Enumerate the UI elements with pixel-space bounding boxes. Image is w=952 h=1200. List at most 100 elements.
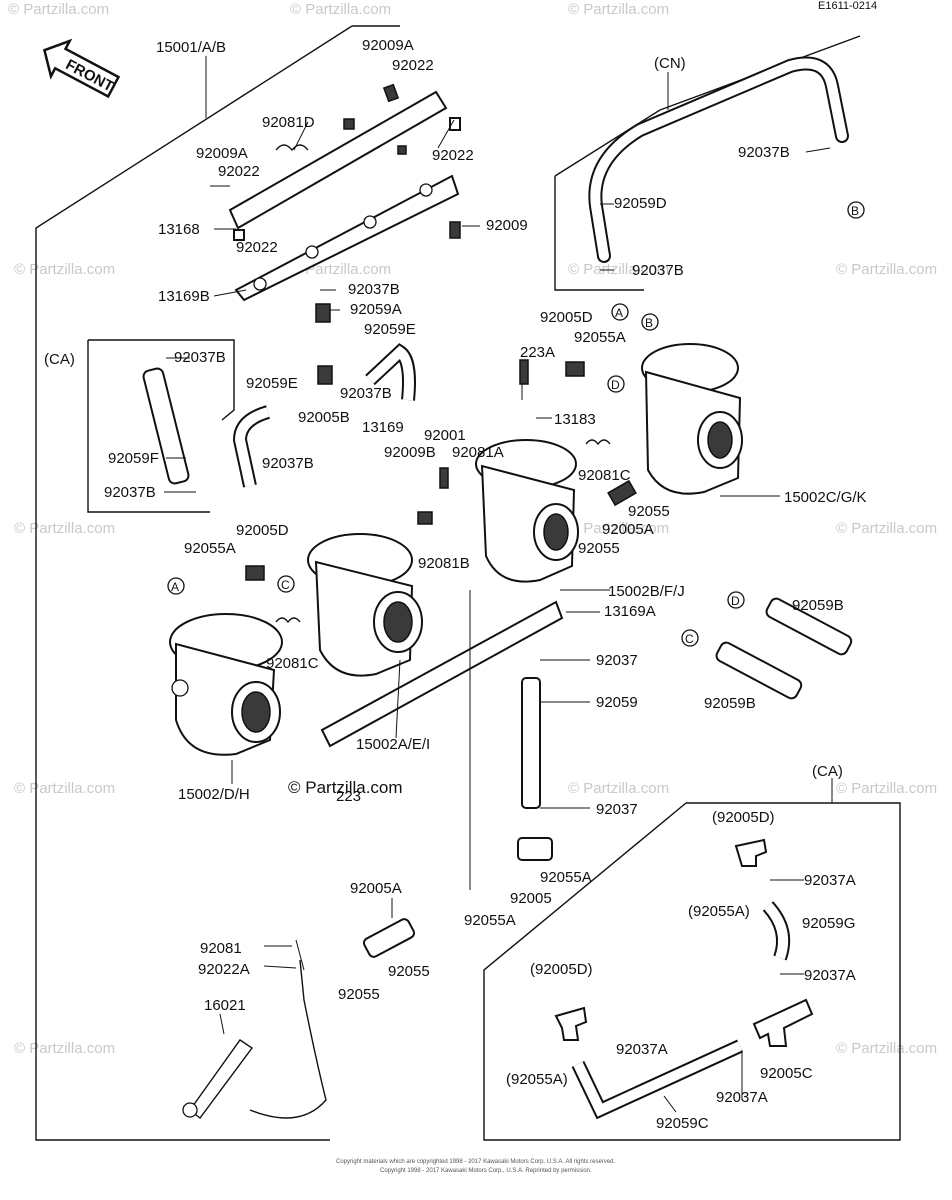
part-callout: 92081B <box>418 555 470 572</box>
part-callout: 92059B <box>704 695 756 712</box>
watermark: © Partzilla.com <box>14 1040 115 1057</box>
part-callout: 92005B <box>298 409 350 426</box>
ref-marker-a <box>611 303 629 321</box>
part-callout: 92005 <box>510 890 552 907</box>
watermark: © Partzilla.com <box>290 1 391 18</box>
part-callout: (92055A) <box>688 903 750 920</box>
part-callout: 13183 <box>554 411 596 428</box>
part-callout: (92055A) <box>506 1071 568 1088</box>
ref-marker-d <box>727 591 745 609</box>
part-callout: 92059E <box>364 321 416 338</box>
carburetor-2 <box>307 533 423 677</box>
part-callout: 92005C <box>760 1065 813 1082</box>
ca-right-box <box>483 778 901 1141</box>
carburetor-1 <box>169 613 283 756</box>
part-callout: 92005A <box>350 880 402 897</box>
part-callout: 92055 <box>388 963 430 980</box>
part-callout: (CA) <box>812 763 843 780</box>
part-callout: 92005D <box>236 522 289 539</box>
part-callout: (CN) <box>654 55 686 72</box>
part-callout: 92037B <box>632 262 684 279</box>
svg-text:C: C <box>281 578 290 592</box>
part-callout: 92081C <box>578 467 631 484</box>
watermark: © Partzilla.com <box>568 520 669 537</box>
part-callout: 92059B <box>792 597 844 614</box>
ca-left-box <box>87 339 235 513</box>
part-callout: 92037 <box>596 652 638 669</box>
part-callout: 92059G <box>802 915 855 932</box>
watermark: © Partzilla.com <box>568 261 669 278</box>
fittings <box>245 83 637 624</box>
watermark: © Partzilla.com <box>14 261 115 278</box>
part-callout: 92059E <box>246 375 298 392</box>
watermark: © Partzilla.com <box>14 780 115 797</box>
copyright-line: Copyright 1998 - 2017 Kawasaki Motors Co… <box>380 1168 592 1174</box>
part-callout: 92059A <box>350 301 402 318</box>
svg-text:D: D <box>731 594 740 608</box>
tube-92059f <box>142 367 190 485</box>
part-callout: 92009A <box>362 37 414 54</box>
part-callout: 13168 <box>158 221 200 238</box>
part-callout: 92037A <box>804 872 856 889</box>
part-callout: 92009B <box>384 444 436 461</box>
carb-bracket <box>320 600 564 748</box>
svg-text:B: B <box>851 204 859 218</box>
part-callout: 92059F <box>108 450 159 467</box>
fuel-rail-upper <box>210 90 461 302</box>
svg-text:A: A <box>171 580 179 594</box>
front-arrow-icon: FRONT <box>42 38 121 99</box>
diagram-code: E1611-0214 <box>818 0 877 12</box>
carburetor-3 <box>475 439 579 583</box>
callout-labels: 15001/A/B 92009A 92022 92081D 92022 9200… <box>44 37 867 1132</box>
part-callout: 92022 <box>392 57 434 74</box>
part-callout: 223A <box>520 344 555 361</box>
part-callout: 92037A <box>804 967 856 984</box>
part-callout: 92037B <box>348 281 400 298</box>
part-callout: (92005D) <box>712 809 775 826</box>
part-callout: 92037B <box>104 484 156 501</box>
part-callout: (CA) <box>44 351 75 368</box>
watermark: © Partzilla.com <box>836 1040 937 1057</box>
part-callout: 15002/D/H <box>178 786 250 803</box>
part-callout: 92055A <box>574 329 626 346</box>
part-callout: 92055A <box>540 869 592 886</box>
part-callout: 92081A <box>452 444 504 461</box>
part-callout: 92059D <box>614 195 667 212</box>
part-callout: 92055A <box>184 540 236 557</box>
watermarks: © Partzilla.com © Partzilla.com © Partzi… <box>8 1 937 1057</box>
part-callout: 92037B <box>174 349 226 366</box>
watermark: © Partzilla.com <box>836 261 937 278</box>
leader-lines <box>164 119 831 1113</box>
part-callout: 92037A <box>616 1041 668 1058</box>
part-callout: 92037B <box>340 385 392 402</box>
part-callout: 92022 <box>218 163 260 180</box>
watermark: © Partzilla.com <box>8 1 109 18</box>
part-callout: 92081D <box>262 114 315 131</box>
tube-92059b-c <box>715 641 803 700</box>
part-callout: 92037A <box>716 1089 768 1106</box>
ref-markers: A A B B C C D D <box>167 201 865 647</box>
copyright-line: Copyright materials which are copyrighte… <box>336 1159 615 1165</box>
part-callout: 92022A <box>198 961 250 978</box>
part-callout: 92037 <box>596 801 638 818</box>
part-callout: 15002A/E/I <box>356 736 430 753</box>
part-callout: 92059C <box>656 1115 709 1132</box>
center-watermark: © Partzilla.com <box>288 778 403 797</box>
part-callout: 92022 <box>432 147 474 164</box>
svg-text:C: C <box>685 632 694 646</box>
ref-marker-d <box>607 375 625 393</box>
fuel-tube-92059 <box>517 677 553 861</box>
part-callout: 92005A <box>602 521 654 538</box>
watermark: © Partzilla.com <box>568 780 669 797</box>
part-callout: 92037B <box>738 144 790 161</box>
watermark: © Partzilla.com <box>14 520 115 537</box>
part-callout: 92009 <box>486 217 528 234</box>
main-assembly-outline <box>35 25 400 1141</box>
part-callout: 92055A <box>464 912 516 929</box>
ref-marker-c <box>681 629 699 647</box>
part-callout: 92022 <box>236 239 278 256</box>
svg-text:A: A <box>615 306 623 320</box>
part-callout: 15002B/F/J <box>608 583 685 600</box>
